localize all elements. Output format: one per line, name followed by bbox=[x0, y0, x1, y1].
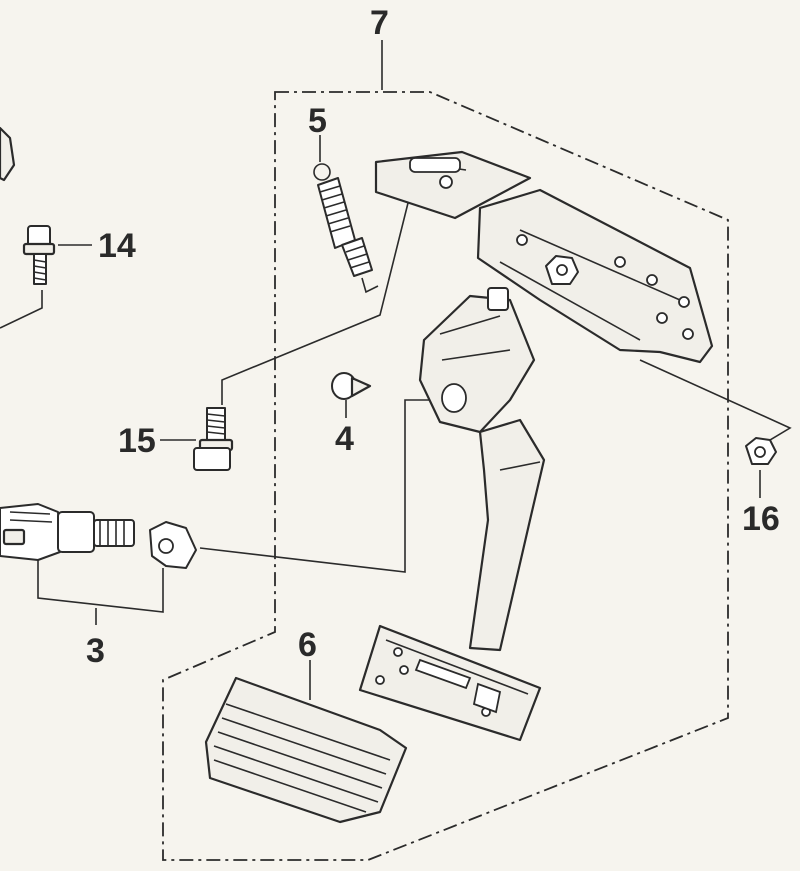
callout-5: 5 bbox=[308, 102, 327, 140]
callout-6: 6 bbox=[298, 626, 317, 664]
callout-15: 15 bbox=[118, 422, 156, 460]
callout-3: 3 bbox=[86, 632, 105, 670]
bolt-15 bbox=[193, 407, 234, 471]
callout-7: 7 bbox=[370, 4, 389, 42]
callout-16: 16 bbox=[742, 500, 780, 538]
callout-4: 4 bbox=[335, 420, 354, 458]
bolt-14 bbox=[22, 225, 56, 285]
callout-labels: 7 5 14 15 4 16 3 6 bbox=[86, 4, 780, 670]
pedal-bracket-7 bbox=[358, 150, 714, 742]
assembly-boundary bbox=[162, 91, 729, 861]
leader-lines bbox=[0, 40, 792, 700]
nut-16 bbox=[745, 437, 777, 465]
return-spring-5 bbox=[313, 163, 379, 294]
partial-part-left-edge bbox=[0, 126, 16, 182]
pedal-pad-6 bbox=[204, 676, 408, 824]
brake-switch-3 bbox=[0, 503, 197, 569]
clip-4 bbox=[331, 372, 372, 400]
callout-14: 14 bbox=[98, 227, 136, 265]
